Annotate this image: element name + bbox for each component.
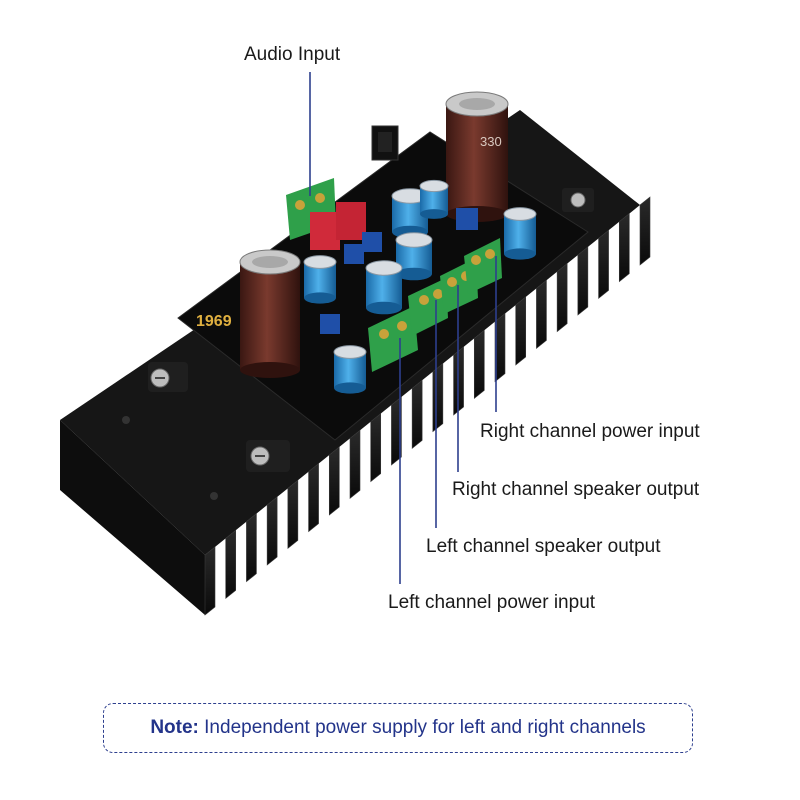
filter-capacitor-right: 330 [445, 91, 509, 222]
heatsink-fin [618, 213, 630, 283]
label-right-channel-power-input: Right channel power input [480, 421, 700, 442]
heatsink-fin [577, 246, 589, 316]
heatsink-fin [225, 529, 237, 599]
cap-marking: 330 [480, 134, 502, 149]
blue-capacitor [503, 207, 537, 260]
heatsink-fin [639, 196, 651, 266]
mounting-bracket-bottom [246, 440, 290, 472]
heatsink-front [60, 420, 205, 615]
heatsink-fin [328, 446, 340, 516]
heatsink-fins [204, 196, 651, 616]
mounting-bracket-left [148, 362, 188, 392]
label-left-channel-speaker-output: Left channel speaker output [426, 536, 661, 557]
heatsink-fin [494, 313, 506, 383]
callout-lines [309, 72, 497, 584]
label-left-channel-power-input: Left channel power input [388, 592, 596, 613]
heatsink-fin [432, 363, 444, 433]
heatsink-fin [266, 496, 278, 566]
note-body: Independent power supply for left and ri… [204, 717, 646, 738]
heatsink-fin [598, 229, 609, 299]
label-audio-input: Audio Input [244, 44, 341, 65]
heatsink-fin [391, 396, 402, 466]
blue-capacitor [333, 345, 367, 394]
left-power-terminal [368, 306, 418, 372]
trimmer-potentiometers [320, 208, 478, 334]
heatsink-fin [515, 296, 527, 366]
heatsink-fin [556, 263, 568, 333]
input-capacitors [310, 202, 366, 250]
note-label: Note: [150, 717, 199, 738]
heatsink-holes [122, 416, 218, 500]
left-speaker-terminal [408, 278, 448, 336]
small-capacitors [303, 179, 537, 394]
note-box: Note: Independent power supply for left … [103, 703, 693, 753]
blue-capacitor [303, 255, 337, 304]
blue-capacitor [365, 260, 403, 315]
heatsink-fin [308, 463, 319, 533]
heatsink-fin [204, 546, 216, 616]
heatsink-fin [536, 279, 547, 349]
right-power-terminal [464, 238, 502, 294]
audio-input-header [371, 125, 399, 161]
heatsink-fin [349, 429, 361, 499]
heatsink-fin [370, 413, 382, 483]
filter-capacitor-left [239, 249, 301, 378]
heatsink-fin [246, 513, 257, 583]
heatsink-fin [287, 479, 299, 549]
label-right-channel-speaker-output: Right channel speaker output [452, 479, 700, 500]
note-text: Note: Independent power supply for left … [150, 717, 645, 739]
heatsink-fin [411, 379, 423, 449]
blue-capacitor [395, 232, 433, 281]
model-marking: 1969 [196, 313, 232, 330]
blue-capacitor [419, 179, 449, 219]
heatsink-fin [473, 329, 485, 399]
mounting-bracket-right [562, 188, 594, 212]
